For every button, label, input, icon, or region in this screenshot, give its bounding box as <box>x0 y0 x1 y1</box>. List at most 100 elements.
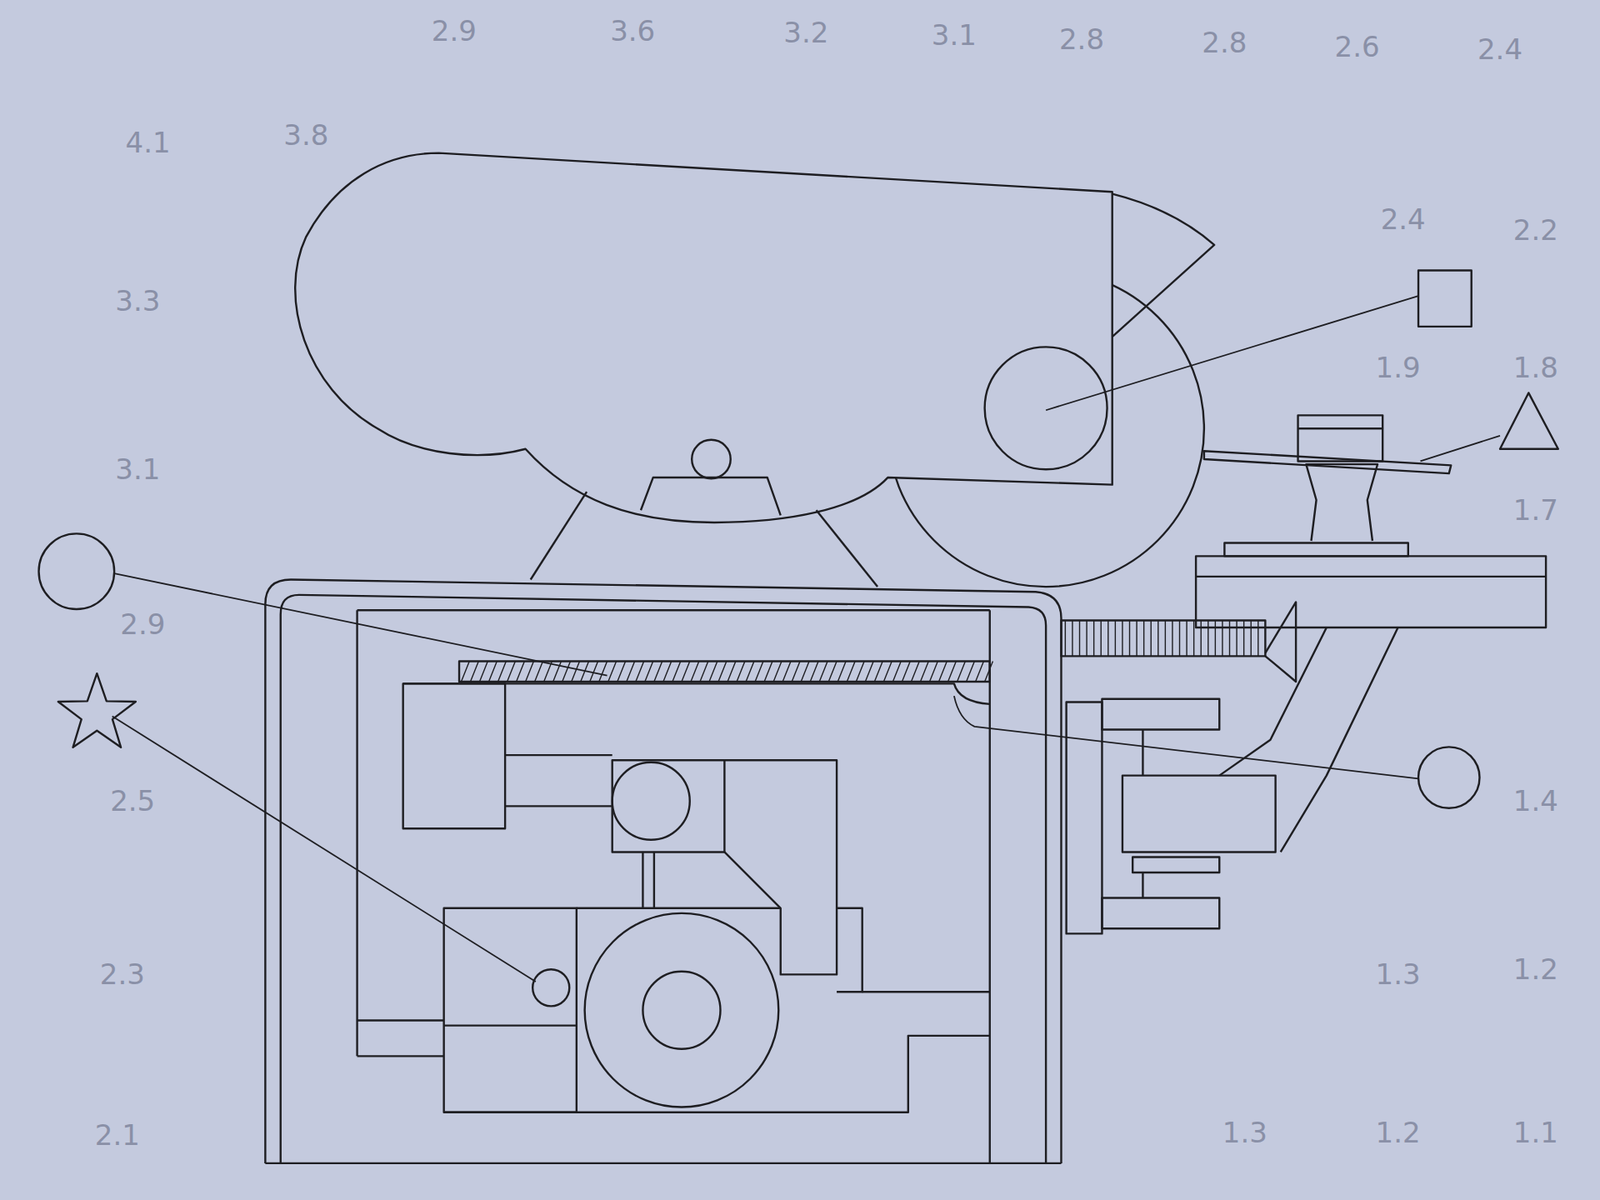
drive-mechanism <box>653 851 655 908</box>
pivot-mount <box>530 491 587 580</box>
table-cell-number: 1.2 <box>1513 955 1559 984</box>
drive-mechanism <box>641 851 644 908</box>
lead-screw <box>403 660 994 704</box>
leader-line <box>1045 295 1419 410</box>
base-housing <box>357 609 990 611</box>
leader-line <box>954 695 1419 779</box>
callout-symbol <box>39 533 115 610</box>
feed-table <box>1060 620 1265 656</box>
leader-line <box>1420 435 1500 462</box>
feed-table <box>1280 627 1399 852</box>
table-cell-number: 2.3 <box>100 960 145 989</box>
table-cell-number: 2.9 <box>431 16 477 45</box>
table-cell-number: 3.1 <box>115 455 160 484</box>
pivot-mount <box>691 440 731 480</box>
side-bracket <box>1141 730 1144 776</box>
leader-line <box>114 573 607 675</box>
drive-mechanism <box>505 754 613 756</box>
base-housing <box>355 610 358 1056</box>
feed-table <box>1195 575 1546 578</box>
drive-mechanism <box>836 908 863 992</box>
table-cell-number: 3.6 <box>610 16 655 45</box>
callout-symbol <box>1418 270 1472 326</box>
callout-symbol <box>1500 392 1559 449</box>
drive-mechanism <box>532 969 570 1006</box>
table-cell-number: 2.4 <box>1477 35 1523 64</box>
drive-mechanism <box>612 762 690 840</box>
callout-symbol <box>1418 746 1480 808</box>
table-cell-number: 1.3 <box>1375 960 1421 989</box>
drive-mechanism <box>505 805 613 807</box>
base-housing <box>357 1019 445 1021</box>
side-bracket <box>1066 699 1276 935</box>
drive-mechanism <box>403 683 990 1112</box>
table-cell-number: 1.2 <box>1375 1118 1421 1147</box>
table-cell-number: 2.8 <box>1059 25 1105 54</box>
table-cell-number: 3.8 <box>283 120 329 150</box>
table-cell-number: 2.1 <box>95 1120 140 1150</box>
feed-table <box>1060 415 1546 852</box>
head-housing <box>295 153 1112 523</box>
feed-table <box>1065 620 1258 656</box>
pivot-mount <box>640 477 781 515</box>
side-bracket <box>1101 699 1220 730</box>
head-housing <box>985 346 1108 470</box>
drive-mechanism <box>403 683 505 829</box>
table-cell-number: 1.7 <box>1513 495 1559 525</box>
side-bracket <box>1122 775 1276 853</box>
drive-mechanism <box>862 990 990 993</box>
side-bracket <box>1141 872 1144 899</box>
lead-screw <box>403 683 990 704</box>
drive-mechanism <box>612 760 725 852</box>
head-housing <box>1112 194 1215 337</box>
head-housing <box>295 153 1215 523</box>
table-cell-number: 3.1 <box>931 20 977 50</box>
base-housing <box>357 1055 445 1057</box>
base-housing <box>989 610 991 1164</box>
feed-table <box>1219 627 1327 776</box>
drive-mechanism <box>576 907 781 910</box>
lead-screw <box>460 660 993 681</box>
table-cell-number: 1.1 <box>1513 1118 1559 1147</box>
table-cell-number: 2.5 <box>110 786 155 815</box>
base-housing <box>280 595 1046 1164</box>
callout-symbol <box>58 673 136 748</box>
drive-mechanism <box>444 908 577 1113</box>
callout-symbol <box>39 270 1559 808</box>
feed-table <box>1265 601 1296 682</box>
side-bracket <box>1066 701 1103 934</box>
table-cell-number: 2.6 <box>1335 32 1380 61</box>
feed-table <box>1204 450 1451 474</box>
feed-table <box>1224 542 1408 556</box>
leader-line <box>112 716 536 982</box>
feed-table <box>1298 427 1384 430</box>
table-cell-number: 1.9 <box>1375 353 1421 382</box>
base-housing <box>265 580 1061 1164</box>
table-cell-number: 2.9 <box>120 610 165 639</box>
table-cell-number: 4.1 <box>125 128 171 157</box>
base-housing <box>265 580 1061 1164</box>
table-cell-number: 1.3 <box>1222 1118 1268 1147</box>
base-housing <box>265 1162 1061 1165</box>
drive-mechanism <box>724 760 837 975</box>
drive-mechanism <box>444 1024 577 1026</box>
pivot-mount <box>530 440 878 587</box>
table-cell-number: 3.2 <box>783 18 829 47</box>
table-cell-number: 3.3 <box>115 286 160 315</box>
table-cell-number: 1.4 <box>1513 786 1559 815</box>
table-cell-number: 2.8 <box>1201 28 1247 57</box>
feed-table <box>1305 464 1378 541</box>
side-bracket <box>1132 857 1220 873</box>
table-cell-number: 2.2 <box>1513 215 1559 245</box>
table-cell-number: 2.4 <box>1380 205 1426 234</box>
feed-table <box>1298 415 1384 461</box>
side-bracket <box>1101 898 1220 930</box>
leader-line <box>112 295 1500 982</box>
feed-table <box>1195 555 1546 628</box>
pivot-mount <box>816 510 878 587</box>
table-cell-number: 1.8 <box>1513 353 1559 382</box>
drive-mechanism <box>585 913 780 1108</box>
drive-mechanism <box>642 971 720 1050</box>
